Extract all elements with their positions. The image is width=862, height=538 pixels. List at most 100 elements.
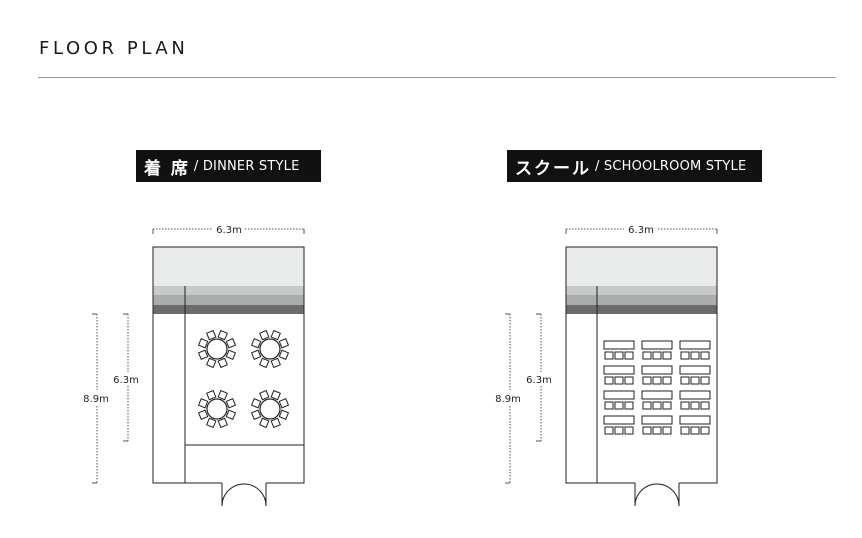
chair <box>614 401 624 410</box>
chair <box>206 417 217 429</box>
chair <box>604 401 614 410</box>
chair <box>270 417 281 429</box>
chair <box>278 398 290 409</box>
school-room-outline <box>565 246 718 484</box>
chair <box>700 426 710 435</box>
desk <box>641 415 673 425</box>
desk <box>679 365 711 375</box>
chair <box>217 417 228 429</box>
chair <box>662 401 672 410</box>
chair <box>652 351 662 360</box>
desk <box>603 415 635 425</box>
table-top <box>206 398 228 420</box>
desk-unit <box>641 365 673 385</box>
chair <box>197 338 209 349</box>
chair <box>225 409 237 420</box>
chair <box>624 401 634 410</box>
schoolroom-style-label-jp: スクール <box>515 158 591 179</box>
chair <box>662 376 672 385</box>
chair <box>197 409 209 420</box>
desk-unit <box>603 340 635 360</box>
school-width-dimension: 6.3m <box>565 225 718 236</box>
dinner-width-label: 6.3m <box>216 225 242 236</box>
chair <box>250 349 262 360</box>
school-total-height-label: 8.9m <box>495 394 521 405</box>
chair <box>652 426 662 435</box>
dinner-style-label: 着 席 / DINNER STYLE <box>136 150 321 182</box>
chair <box>259 329 270 341</box>
desk <box>603 340 635 350</box>
chair <box>259 389 270 401</box>
dinner-style-label-en: / DINNER STYLE <box>193 158 300 174</box>
chair <box>270 329 281 341</box>
chair <box>217 329 228 341</box>
chair <box>680 376 690 385</box>
chair <box>614 426 624 435</box>
chair <box>614 351 624 360</box>
desk-unit <box>641 340 673 360</box>
table-top <box>259 338 281 360</box>
chair <box>662 426 672 435</box>
round-table <box>250 329 290 369</box>
chair <box>217 389 228 401</box>
chair <box>278 409 290 420</box>
schoolroom-desks <box>603 340 711 435</box>
chair <box>604 426 614 435</box>
schoolroom-floor-plan: 6.3m 6.3m 8.9m <box>495 225 718 507</box>
page-title: FLOOR PLAN <box>39 38 189 59</box>
chair <box>652 401 662 410</box>
dinner-inner-height-label: 6.3m <box>113 375 139 386</box>
school-entrance-door <box>634 482 680 507</box>
chair <box>662 351 672 360</box>
desk <box>641 365 673 375</box>
desk <box>641 340 673 350</box>
chair <box>259 357 270 369</box>
desk-unit <box>603 415 635 435</box>
desk-unit <box>603 365 635 385</box>
dinner-total-height-label: 8.9m <box>83 394 109 405</box>
desk-unit <box>679 390 711 410</box>
desk-unit <box>679 415 711 435</box>
chair <box>642 351 652 360</box>
dinner-height-dimensions: 6.3m 8.9m <box>83 313 139 484</box>
chair <box>624 351 634 360</box>
chair <box>680 401 690 410</box>
dinner-entrance-door <box>221 482 267 507</box>
chair <box>206 389 217 401</box>
title-divider <box>38 77 836 78</box>
dinner-room-outline <box>152 246 305 484</box>
chair <box>690 351 700 360</box>
schoolroom-style-label-en: / SCHOOLROOM STYLE <box>595 158 747 174</box>
round-table <box>250 389 290 429</box>
dinner-width-dimension: 6.3m <box>152 225 305 236</box>
chair <box>250 409 262 420</box>
chair <box>225 349 237 360</box>
chair <box>604 376 614 385</box>
chair <box>206 357 217 369</box>
chair <box>690 426 700 435</box>
chair <box>250 338 262 349</box>
desk-unit <box>679 365 711 385</box>
chair <box>700 401 710 410</box>
school-width-label: 6.3m <box>628 225 654 236</box>
school-height-dimensions: 6.3m 8.9m <box>495 313 552 484</box>
desk <box>679 415 711 425</box>
chair <box>278 349 290 360</box>
dinner-floor-plan: 6.3m 6.3m 8.9m <box>83 225 305 507</box>
chair <box>624 376 634 385</box>
chair <box>652 376 662 385</box>
round-table <box>197 329 237 369</box>
chair <box>614 376 624 385</box>
desk-unit <box>679 340 711 360</box>
chair <box>690 401 700 410</box>
chair <box>270 389 281 401</box>
schoolroom-style-label: スクール / SCHOOLROOM STYLE <box>507 150 762 182</box>
desk <box>679 340 711 350</box>
chair <box>197 398 209 409</box>
chair <box>250 398 262 409</box>
chair <box>197 349 209 360</box>
chair <box>642 426 652 435</box>
chair <box>206 329 217 341</box>
chair <box>700 376 710 385</box>
dinner-style-label-jp: 着 席 <box>144 158 190 179</box>
